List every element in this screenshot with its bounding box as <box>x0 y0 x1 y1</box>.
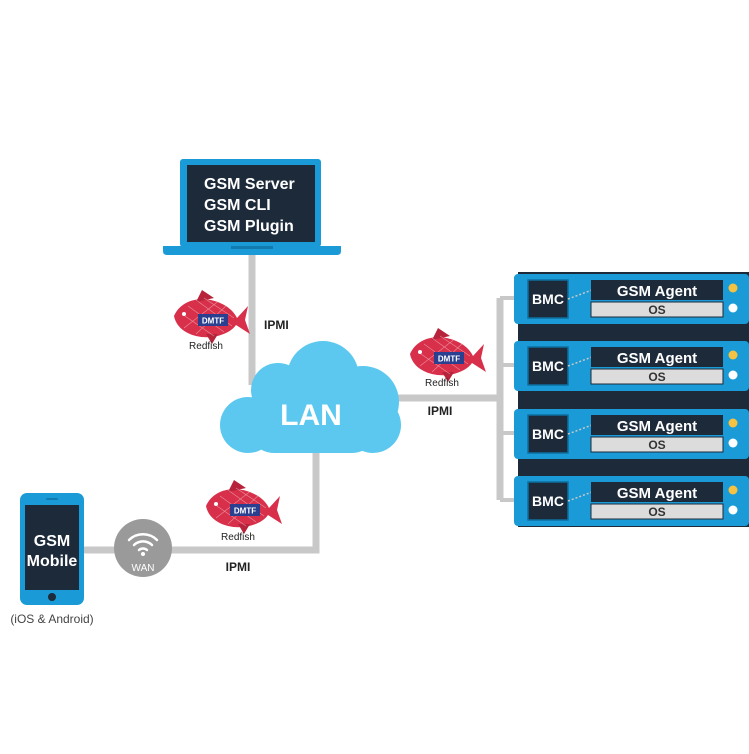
agent-label: GSM Agent <box>617 350 697 367</box>
dmtf-badge-servers: DMTF <box>438 355 460 364</box>
power-led <box>728 438 738 448</box>
redfish-logo-mobile: DMTF Redfish <box>205 479 283 543</box>
os-label: OS <box>648 505 665 519</box>
laptop-line-cli: GSM CLI <box>204 197 271 214</box>
server-unit: BMC GSM Agent OS <box>514 341 749 391</box>
os-label: OS <box>648 303 665 317</box>
redfish-logo-laptop: DMTF Redfish <box>173 289 251 352</box>
redfish-logo-servers: DMTF Redfish <box>409 327 487 389</box>
power-led <box>728 505 738 515</box>
mobile-phone: GSM Mobile <box>20 493 84 605</box>
wifi-icon <box>127 533 159 552</box>
ipmi-label-laptop: IPMI <box>264 318 289 332</box>
dmtf-badge-laptop: DMTF <box>202 317 224 326</box>
redfish-label-mobile: Redfish <box>221 532 255 543</box>
status-led <box>728 485 738 495</box>
server-rack: BMC GSM Agent OS BMC GSM Agent OS <box>514 272 749 527</box>
mobile-caption: (iOS & Android) <box>10 612 93 626</box>
bmc-label: BMC <box>532 358 564 374</box>
os-label: OS <box>648 370 665 384</box>
wan-label: WAN <box>132 563 155 574</box>
lan-cloud: LAN <box>220 341 401 453</box>
redfish-label-laptop: Redfish <box>189 341 223 352</box>
ipmi-label-servers: IPMI <box>428 404 453 418</box>
bmc-label: BMC <box>532 291 564 307</box>
server-unit: BMC GSM Agent OS <box>514 274 749 324</box>
bmc-label: BMC <box>532 493 564 509</box>
wan-node: WAN <box>114 519 172 577</box>
lan-label: LAN <box>280 399 342 432</box>
agent-label: GSM Agent <box>617 485 697 502</box>
status-led <box>728 350 738 360</box>
agent-label: GSM Agent <box>617 283 697 300</box>
power-led <box>728 370 738 380</box>
server-unit: BMC GSM Agent OS <box>514 409 749 459</box>
ipmi-label-mobile: IPMI <box>226 560 251 574</box>
bmc-label: BMC <box>532 426 564 442</box>
redfish-label-servers: Redfish <box>425 378 459 389</box>
os-label: OS <box>648 438 665 452</box>
power-led <box>728 303 738 313</box>
laptop: GSM Server GSM CLI GSM Plugin <box>163 159 341 255</box>
mobile-line-2: Mobile <box>27 553 78 570</box>
mobile-line-1: GSM <box>34 533 70 550</box>
agent-label: GSM Agent <box>617 418 697 435</box>
server-unit: BMC GSM Agent OS <box>514 476 749 526</box>
status-led <box>728 283 738 293</box>
laptop-line-plugin: GSM Plugin <box>204 218 294 235</box>
dmtf-badge-mobile: DMTF <box>234 507 256 516</box>
laptop-line-server: GSM Server <box>204 176 295 193</box>
status-led <box>728 418 738 428</box>
